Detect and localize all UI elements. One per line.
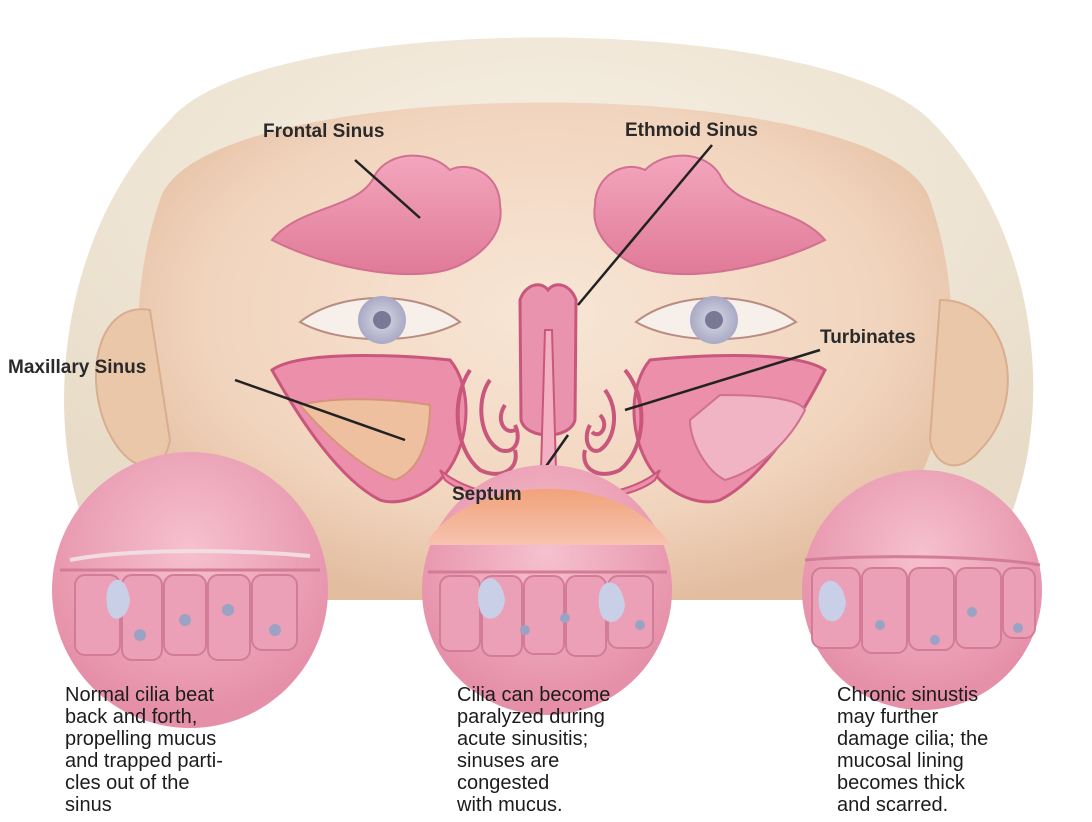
label-frontal-sinus: Frontal Sinus	[263, 121, 384, 143]
cilia-circle-chronic	[802, 470, 1042, 710]
label-maxillary-sinus: Maxillary Sinus	[8, 357, 146, 379]
caption-normal-cilia: Normal cilia beat back and forth, propel…	[65, 684, 315, 816]
caption-chronic-sinusitis: Chronic sinustis may further damage cili…	[837, 684, 1087, 816]
label-ethmoid-sinus: Ethmoid Sinus	[625, 120, 758, 142]
label-septum: Septum	[452, 484, 522, 506]
caption-acute-sinusitis: Cilia can become paralyzed during acute …	[457, 684, 707, 816]
label-turbinates: Turbinates	[820, 327, 916, 349]
